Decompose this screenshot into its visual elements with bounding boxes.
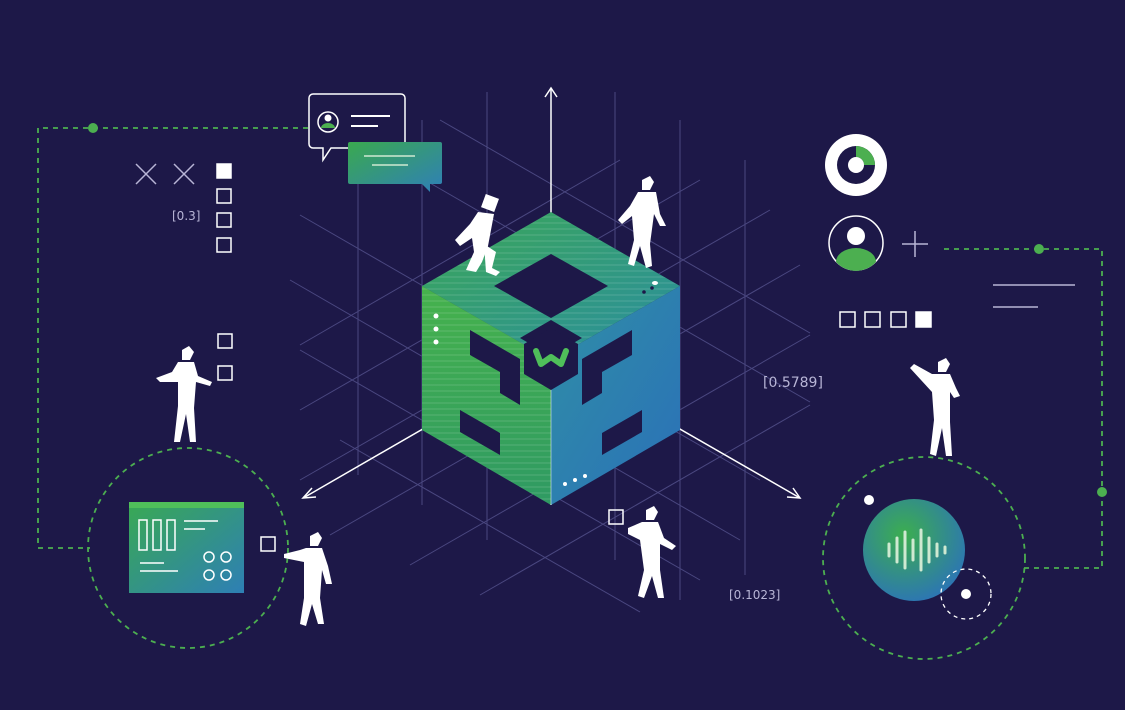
dashboard-panel-icon: [129, 502, 244, 593]
connector-node: [1097, 487, 1107, 497]
figure-bottom-center: [628, 506, 676, 598]
close-x-icon: [173, 163, 195, 185]
checkbox-icon: [915, 311, 932, 328]
checkbox-icon: [260, 536, 276, 552]
dashed-connectors: [37, 127, 1103, 660]
connector-node: [1034, 244, 1044, 254]
checkbox-icon: [216, 188, 232, 204]
central-cube: [422, 212, 680, 505]
user-profile-chat-icon: [308, 93, 406, 163]
human-figures: [156, 176, 960, 626]
audio-waveform-icon: [863, 495, 992, 620]
central-cube-logo-icon: [524, 328, 578, 390]
checkbox-row-right: [839, 311, 932, 328]
figure-pointing-right: [910, 358, 960, 456]
checkbox-icon: [890, 311, 907, 328]
figure-standing: [618, 176, 666, 268]
figure-pointing-left: [156, 346, 212, 442]
checkbox-icon: [216, 237, 232, 253]
checkbox-icon: [216, 212, 232, 228]
figure-crouching: [455, 194, 500, 276]
connector-node: [88, 123, 98, 133]
donut-chart-icon: [825, 134, 887, 196]
plus-icon: [902, 231, 928, 257]
checkbox-icon: [217, 333, 233, 349]
checkbox-icon: [839, 311, 856, 328]
figure-pointing-bottom-left: [284, 532, 332, 626]
value-readout-a: [0.3]: [172, 209, 201, 223]
checkbox-icon: [864, 311, 881, 328]
user-avatar-icon: [828, 215, 884, 271]
close-x-icon: [135, 163, 157, 185]
text-lines: [993, 284, 1075, 308]
checkbox-icon: [608, 509, 624, 525]
checkbox-column-left: [216, 163, 233, 381]
value-readout-c: [0.1023]: [729, 588, 781, 602]
checkbox-icon: [216, 163, 232, 179]
message-bubble-icon: [348, 142, 442, 192]
value-readout-b: [0.5789]: [763, 375, 823, 391]
checkbox-icon: [217, 365, 233, 381]
